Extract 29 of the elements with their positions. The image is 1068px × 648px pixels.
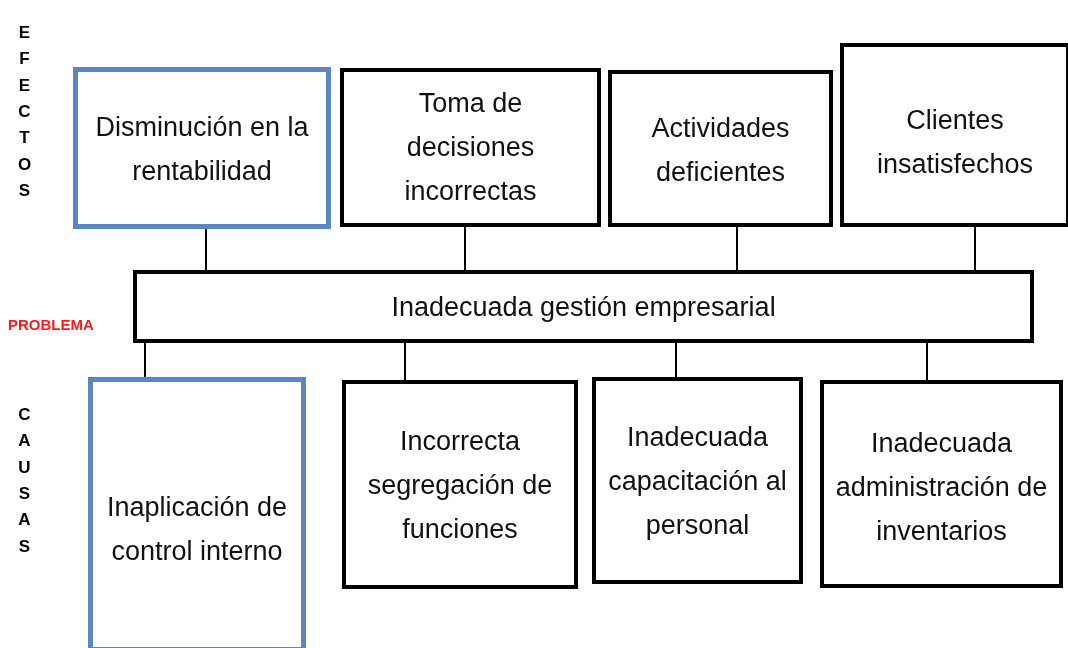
text-box xyxy=(608,70,833,227)
text-box xyxy=(820,380,1063,588)
connector-line xyxy=(926,342,928,381)
text-box xyxy=(73,67,331,229)
text-box xyxy=(592,377,803,584)
connector-line xyxy=(974,226,976,271)
box-text: Toma de decisiones incorrectas xyxy=(403,86,538,208)
box-text: Inadecuada gestión empresarial xyxy=(391,290,776,324)
box-text: Inaplicación de control interno xyxy=(105,490,289,568)
connector-line xyxy=(675,342,677,378)
text-box xyxy=(840,43,1068,227)
connector-line xyxy=(736,226,738,271)
box-text: Actividades deficientes xyxy=(650,111,791,189)
box-text: Inadecuada capacitación al personal xyxy=(607,420,788,542)
box-text: Disminución en la rentabilidad xyxy=(94,111,310,188)
text-box xyxy=(88,377,306,648)
connector-line xyxy=(464,226,466,271)
connector-line xyxy=(404,342,406,381)
text-box xyxy=(340,68,601,227)
connector-line xyxy=(205,228,207,271)
text-box xyxy=(342,380,578,589)
side-tag: PROBLEMA xyxy=(8,316,94,333)
box-text: Inadecuada administración de inventarios xyxy=(834,427,1049,548)
text-box xyxy=(133,270,1034,343)
box-text: Incorrecta segregación de funciones xyxy=(366,424,554,546)
vertical-heading: CAUSAS xyxy=(17,404,32,558)
box-text: Clientes insatisfechos xyxy=(875,104,1035,181)
vertical-heading: EFECTOS xyxy=(16,22,33,203)
connector-line xyxy=(144,342,146,378)
